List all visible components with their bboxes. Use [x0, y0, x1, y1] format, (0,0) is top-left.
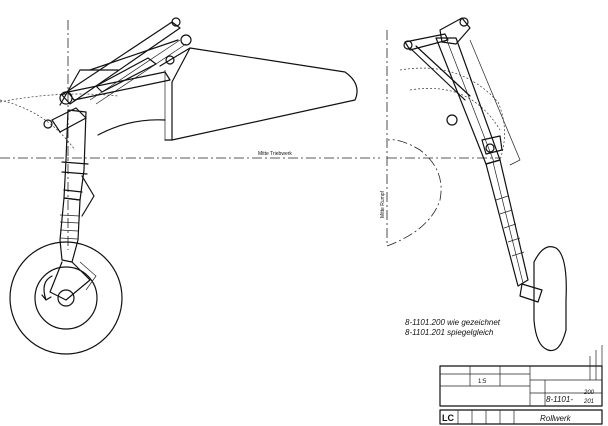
nacelle-fairing-inner — [171, 47, 191, 141]
top-fitting — [439, 17, 471, 45]
wheel-fork — [49, 261, 91, 301]
actuator-rod — [95, 57, 157, 93]
drawing-number-a: 200 — [583, 390, 595, 396]
drawing-title: Rollwerk — [540, 414, 572, 423]
main-wheel-hub — [57, 289, 75, 307]
mid-pivot — [446, 114, 458, 126]
top-pin — [459, 17, 469, 27]
top-pivot-1 — [171, 17, 181, 27]
main-wheel-rim — [34, 266, 98, 330]
main-leg-inner — [445, 37, 495, 163]
front-wheel — [533, 246, 567, 352]
front-view — [386, 17, 567, 352]
top-pivot-3 — [165, 55, 175, 65]
leg-clamp — [481, 135, 503, 155]
upper-strut — [61, 21, 181, 105]
title-strip: LC Rollwerk — [439, 409, 603, 425]
fairing-edge — [97, 119, 166, 136]
swing-envelope — [399, 67, 505, 161]
drag-strut — [67, 71, 171, 101]
label-mitte-rumpf: Mitte Rumpf — [380, 190, 386, 218]
main-leg — [435, 37, 501, 165]
lower-pivot — [485, 143, 495, 153]
top-pivot-2 — [180, 34, 192, 46]
oleo-front-line — [492, 161, 524, 284]
diagonal-brace — [409, 45, 471, 101]
drawing-number-b: 201 — [583, 399, 594, 405]
scale-value: 1:5 — [478, 379, 487, 385]
oleo-collar — [61, 161, 89, 193]
swing-arc — [0, 93, 119, 103]
side-bolt — [43, 119, 53, 129]
gear-bay-outline — [469, 39, 521, 166]
brake-arc-arrow — [41, 275, 53, 301]
swing-arc-2 — [0, 99, 76, 151]
oleo-front — [485, 159, 529, 287]
brake-line — [79, 261, 97, 291]
side-view — [0, 17, 380, 355]
drawing-code: LC — [442, 413, 454, 423]
side-brace-2 — [59, 69, 119, 106]
upper-brace — [404, 33, 449, 51]
brace-pin — [403, 40, 413, 50]
front-wheel-axle — [519, 283, 543, 303]
swing-envelope-2 — [409, 87, 501, 131]
torque-link — [81, 175, 95, 217]
note-line-2: 8-1101.201 spiegelgleich — [405, 328, 494, 337]
label-mitte-triebwerk: Mitte Triebwerk — [258, 151, 292, 157]
side-brace — [89, 39, 179, 71]
fuselage-arc — [386, 139, 442, 247]
note-line-1: 8-1101.200 wie gezeichnet — [405, 318, 501, 327]
main-wheel-tyre — [9, 241, 123, 355]
oleo-rings — [59, 214, 81, 240]
drawing-number-prefix: 8-1101- — [546, 395, 573, 404]
nacelle-fairing — [159, 47, 358, 141]
hinge-pivot — [59, 91, 73, 105]
title-block: 1:5 8-1101- 200 201 — [439, 345, 603, 407]
